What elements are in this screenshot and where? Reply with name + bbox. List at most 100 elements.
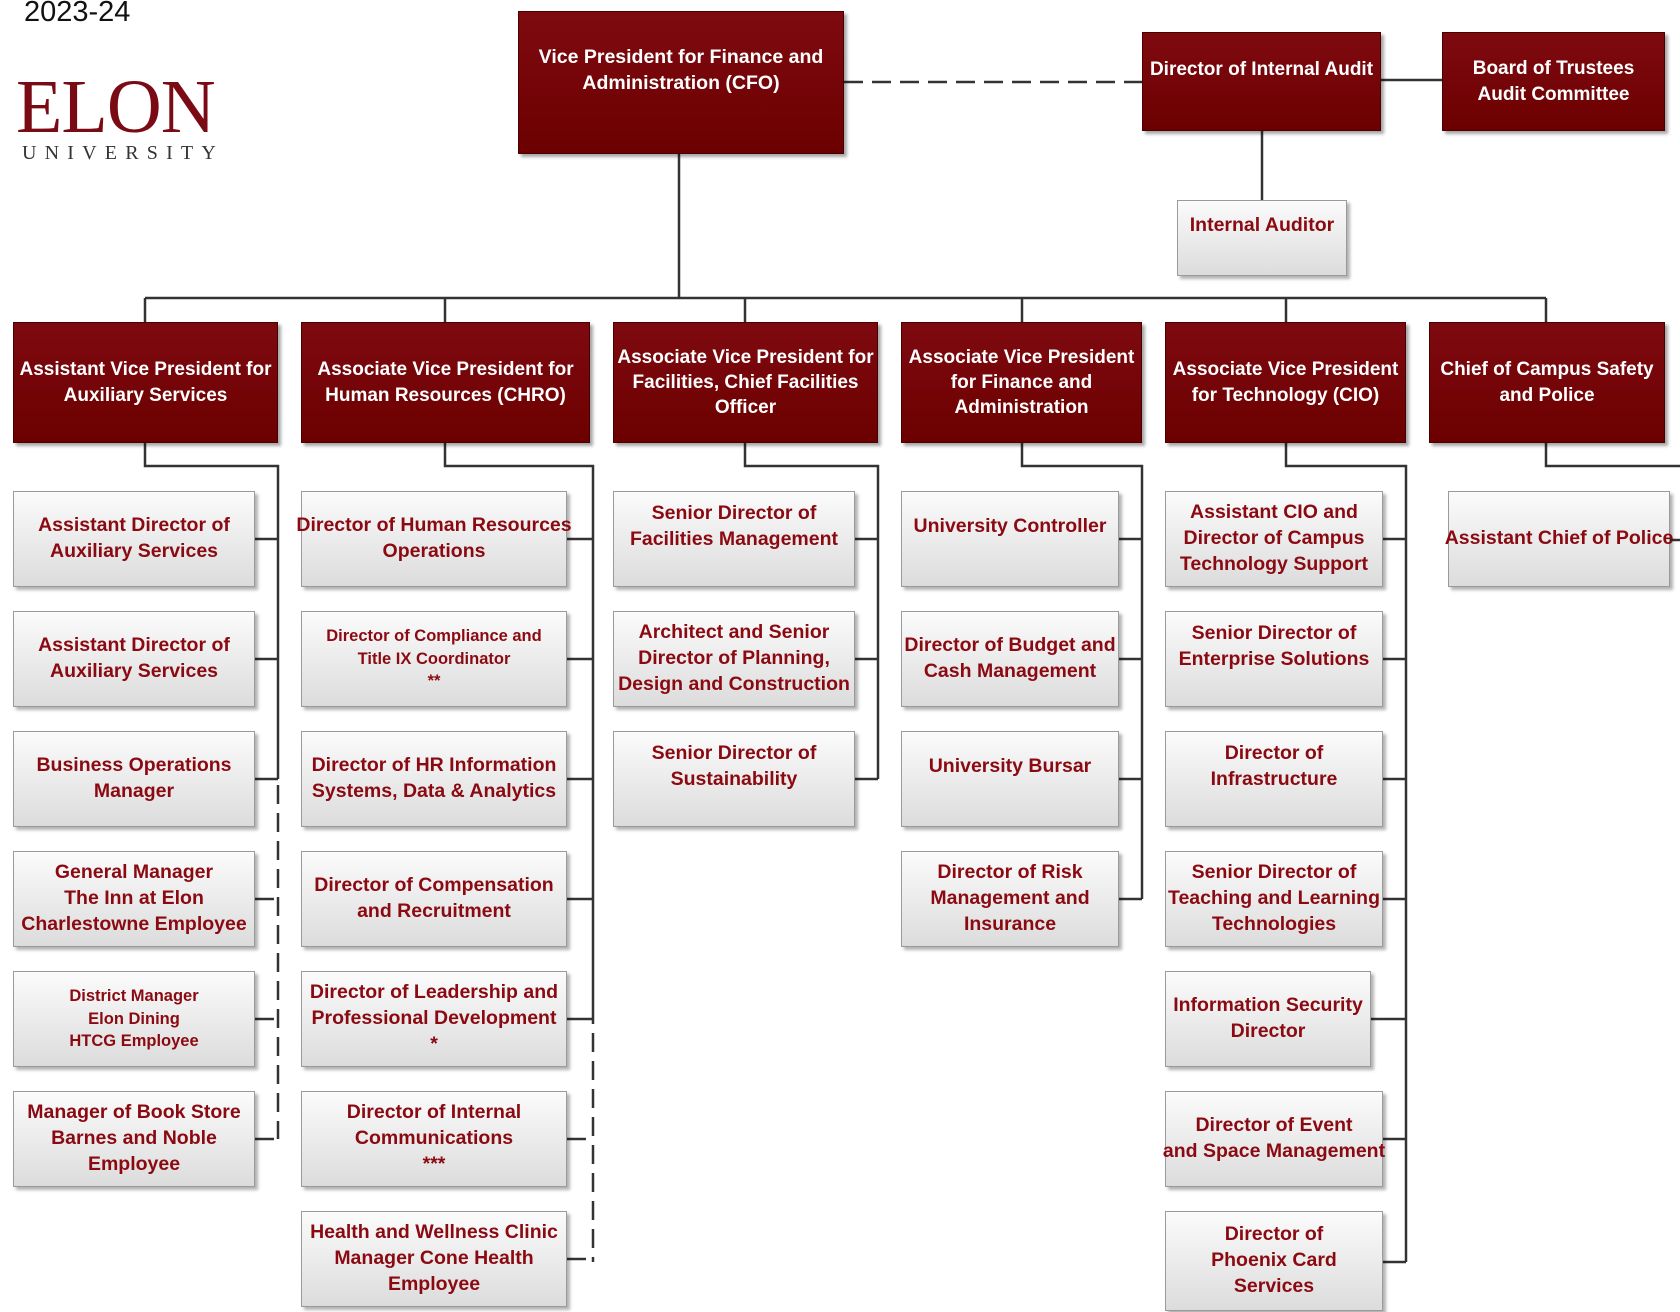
node-label-line: Audit Committee [1477, 83, 1630, 105]
node-label-line: Services [1233, 1274, 1315, 1297]
node-label-line: Business Operations [36, 754, 232, 777]
solid-connectors [143, 78, 1680, 1264]
node-label-line: Assistant Director of [38, 634, 230, 657]
node-label-line: Director [1230, 1020, 1306, 1042]
node-label-line: Administration [954, 397, 1089, 419]
dotted-reporting-lines [255, 80, 1142, 1262]
node-label-line: Architect and Senior [638, 621, 830, 644]
node-university-controller: University Controller [901, 491, 1119, 587]
node-label-line: Manager [93, 780, 175, 802]
node-label-line: Manager Cone Health [334, 1247, 534, 1270]
node-label-line: Employee [387, 1272, 481, 1295]
node-label-line: Communications [354, 1127, 514, 1150]
node-label-line: University Controller [913, 515, 1107, 537]
node-label-line: Senior Director of [651, 742, 817, 764]
node-label-line: Manager of Book Store [27, 1101, 241, 1124]
node-label-line: Technologies [1211, 912, 1337, 935]
node-label-line: General Manager [54, 861, 214, 884]
node-label-line: Human Resources (CHRO) [325, 384, 566, 406]
node-label-line: Administration (CFO) [582, 71, 780, 94]
node-label-line: Senior Director of [651, 502, 817, 524]
node-label-line: Assistant CIO and [1190, 501, 1358, 524]
node-label-line: Assistant Vice President for [19, 359, 272, 381]
node-label-line: Insurance [963, 912, 1057, 935]
node-label-line: Infrastructure [1210, 767, 1338, 790]
node-label-line: Teaching and Learning [1168, 887, 1380, 910]
node-label-line: Elon Dining [88, 1009, 180, 1028]
node-label-line: Director of Leadership and [309, 981, 559, 1004]
node-label-line: Senior Director of [1191, 622, 1357, 644]
node-internal-auditor: Internal Auditor [1177, 200, 1347, 276]
node-university-bursar: University Bursar [901, 731, 1119, 827]
node-label-line: Director of Risk [937, 861, 1083, 884]
node-label-line: Auxiliary Services [49, 540, 219, 562]
node-label-line: Auxiliary Services [49, 660, 219, 682]
node-label-line: University Bursar [928, 755, 1092, 777]
node-label-line: Technology Support [1179, 552, 1369, 575]
node-label-line: Director of Compliance and [326, 627, 542, 646]
node-label-line: Phoenix Card [1211, 1249, 1337, 1272]
node-label-line: Operations [382, 540, 486, 562]
node-label-line: Cash Management [923, 660, 1097, 682]
node-director-internal-audit: Director of Internal Audit [1142, 32, 1381, 131]
node-label-line: Officer [714, 397, 777, 419]
node-label-line: Chief of Campus Safety [1440, 359, 1654, 381]
node-label-line: Management and [930, 887, 1090, 910]
node-label-line: Systems, Data & Analytics [311, 780, 557, 802]
node-label-line: The Inn at Elon [64, 887, 204, 910]
node-label-line: Assistant Chief of Police [1444, 527, 1674, 550]
logo-subtitle: UNIVERSITY [22, 142, 224, 164]
node-senior-director-sustainability: Senior Director of Sustainability [613, 731, 855, 827]
node-label-line: District Manager [69, 987, 199, 1006]
node-label-line: Associate Vice President [908, 346, 1135, 368]
year-label: 2023-24 [24, 0, 131, 28]
node-label-line: ** [427, 672, 441, 691]
node-label-line: Information Security [1173, 994, 1363, 1017]
node-label-line: Health and Wellness Clinic [310, 1221, 558, 1244]
node-label-line: Director of Event [1195, 1114, 1353, 1137]
node-label-line: *** [422, 1152, 446, 1175]
node-label-line: Charlestowne Employee [21, 912, 247, 935]
node-label-line: Board of Trustees [1472, 58, 1635, 80]
node-label-line: Director of Planning, [638, 647, 830, 670]
node-label-line: Director of [1224, 742, 1324, 764]
node-label-line: Associate Vice President for [617, 346, 874, 368]
node-label-line: Director of [1224, 1223, 1324, 1246]
node-label-line: Sustainability [670, 767, 798, 790]
node-label-line: Design and Construction [618, 672, 850, 695]
node-label-line: for Technology (CIO) [1191, 384, 1380, 406]
node-label-line: Barnes and Noble [51, 1127, 217, 1150]
node-label-line: * [430, 1032, 438, 1055]
node-label-line: Professional Development [311, 1007, 557, 1030]
node-label-line: Employee [87, 1152, 181, 1175]
node-label-line: Director of Internal Audit [1149, 59, 1374, 80]
node-label-line: for Finance and [950, 371, 1093, 393]
node-label-line: Internal Auditor [1189, 214, 1335, 236]
node-label-line: Director of HR Information [311, 754, 557, 777]
logo-wordmark: ELON [16, 65, 216, 149]
